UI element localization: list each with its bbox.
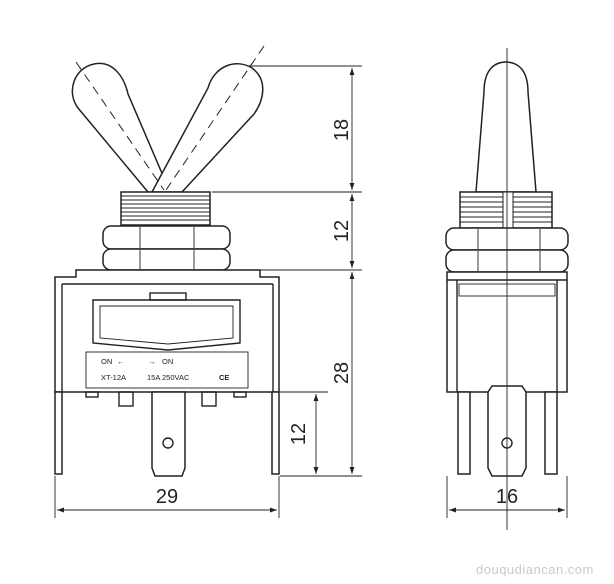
watermark-text: douqudiancan.com — [476, 562, 594, 577]
side-lever — [475, 61, 537, 193]
label-model: XT-12A — [101, 373, 126, 382]
nut-upper — [102, 225, 231, 250]
dim-side-width: 16 — [496, 486, 518, 508]
svg-text:←: ← — [117, 357, 125, 366]
terminal-right — [271, 391, 280, 475]
nut-lower — [102, 248, 231, 271]
label-ce-mark: CE — [219, 373, 229, 382]
terminal-left — [54, 391, 63, 475]
terminal-center — [151, 391, 186, 477]
label-rating: 15A 250VAC — [147, 373, 190, 382]
bushing — [120, 191, 211, 226]
front-view: ON ← → ON XT-12A 15A 250VAC CE — [54, 45, 280, 477]
label-on-left: ON — [101, 357, 112, 366]
lever-right — [150, 63, 264, 193]
dim-terminal-height: 12 — [288, 423, 310, 445]
label-on-right: ON — [162, 357, 173, 366]
dimension-lines: 18 12 28 12 29 16 — [54, 48, 568, 530]
dim-lever-height: 18 — [331, 119, 353, 141]
dim-body-height: 28 — [331, 362, 353, 384]
svg-text:→: → — [148, 357, 156, 366]
dim-body-width: 29 — [156, 486, 178, 508]
dim-bushing-height: 12 — [331, 220, 353, 242]
